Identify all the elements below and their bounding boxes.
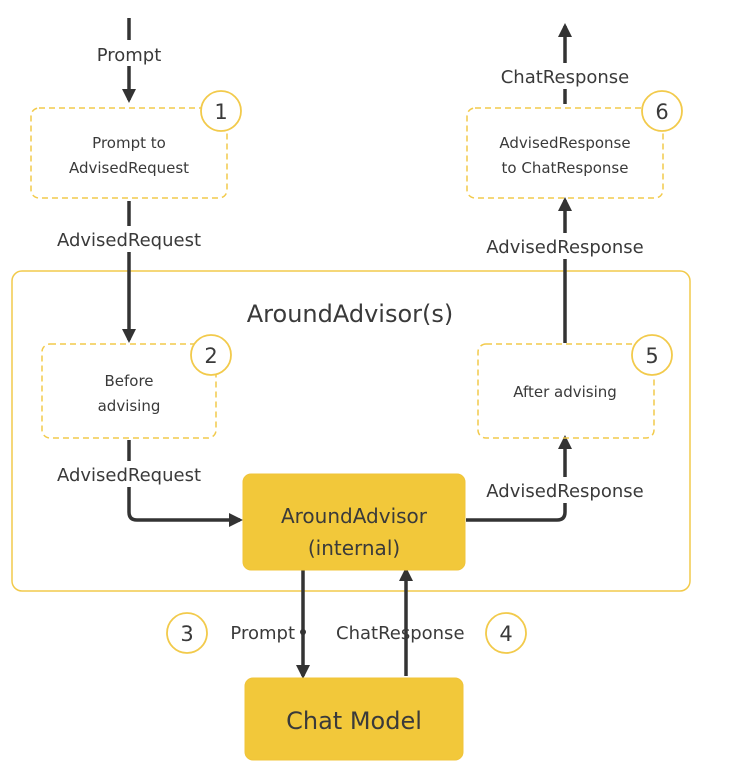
chat-model-node <box>244 677 464 761</box>
step-5-label-line1: After advising <box>513 383 617 401</box>
step-5-box <box>477 343 655 439</box>
edge-step2-to-internal <box>127 440 243 527</box>
step-5-number: 5 <box>645 344 658 368</box>
edge-label-bg <box>474 233 656 259</box>
around-advisors-title: AroundAdvisor(s) <box>247 300 453 328</box>
step-6-number: 6 <box>655 100 668 124</box>
step-3-number: 3 <box>180 622 193 646</box>
edge-internal-to-step5 <box>466 435 572 522</box>
edge-label-bg <box>474 477 656 503</box>
edge-label-input-prompt: Prompt <box>97 45 162 66</box>
edge-label-output-chat-response: ChatResponse <box>501 67 630 88</box>
edge-label-advised-request-2: AdvisedRequest <box>57 465 201 486</box>
step-5-badge <box>631 334 673 376</box>
step-6-box <box>466 107 664 199</box>
step-2-label-line2: advising <box>98 397 161 415</box>
step-4-number: 4 <box>499 622 512 646</box>
around-advisor-internal-line1: AroundAdvisor <box>281 504 428 528</box>
edge-label-bg <box>490 63 640 89</box>
step-2-badge <box>190 334 232 376</box>
edge-label-advised-request-1: AdvisedRequest <box>57 230 201 251</box>
around-advisors-container <box>11 270 691 592</box>
edge-label-advised-response-2: AdvisedResponse <box>486 481 643 502</box>
step-1-label-line1: Prompt to <box>92 134 166 152</box>
step-1-box <box>30 107 228 199</box>
step-6-label-line1: AdvisedResponse <box>499 134 630 152</box>
edge-label-bg <box>46 226 214 252</box>
chat-model-label: Chat Model <box>286 707 422 735</box>
step-6-badge <box>641 90 683 132</box>
around-advisor-internal-line2: (internal) <box>308 536 400 560</box>
step-2-number: 2 <box>204 344 217 368</box>
edge-junction-dot <box>300 629 306 635</box>
step-4-badge <box>485 612 527 654</box>
edge-label-to-model-prompt: Prompt <box>230 623 295 644</box>
step-3-badge <box>166 612 208 654</box>
step-6-label-line2: to ChatResponse <box>502 159 629 177</box>
edge-label-bg <box>86 40 172 66</box>
edge-label-from-model-chat-response: ChatResponse <box>336 623 465 644</box>
step-2-box <box>41 343 217 439</box>
around-advisor-internal-node <box>242 473 466 571</box>
step-1-number: 1 <box>214 100 227 124</box>
edge-label-bg <box>46 461 214 487</box>
step-1-label-line2: AdvisedRequest <box>69 159 189 177</box>
edge-label-advised-response-1: AdvisedResponse <box>486 237 643 258</box>
step-2-label-line1: Before <box>104 372 153 390</box>
step-1-badge <box>200 90 242 132</box>
